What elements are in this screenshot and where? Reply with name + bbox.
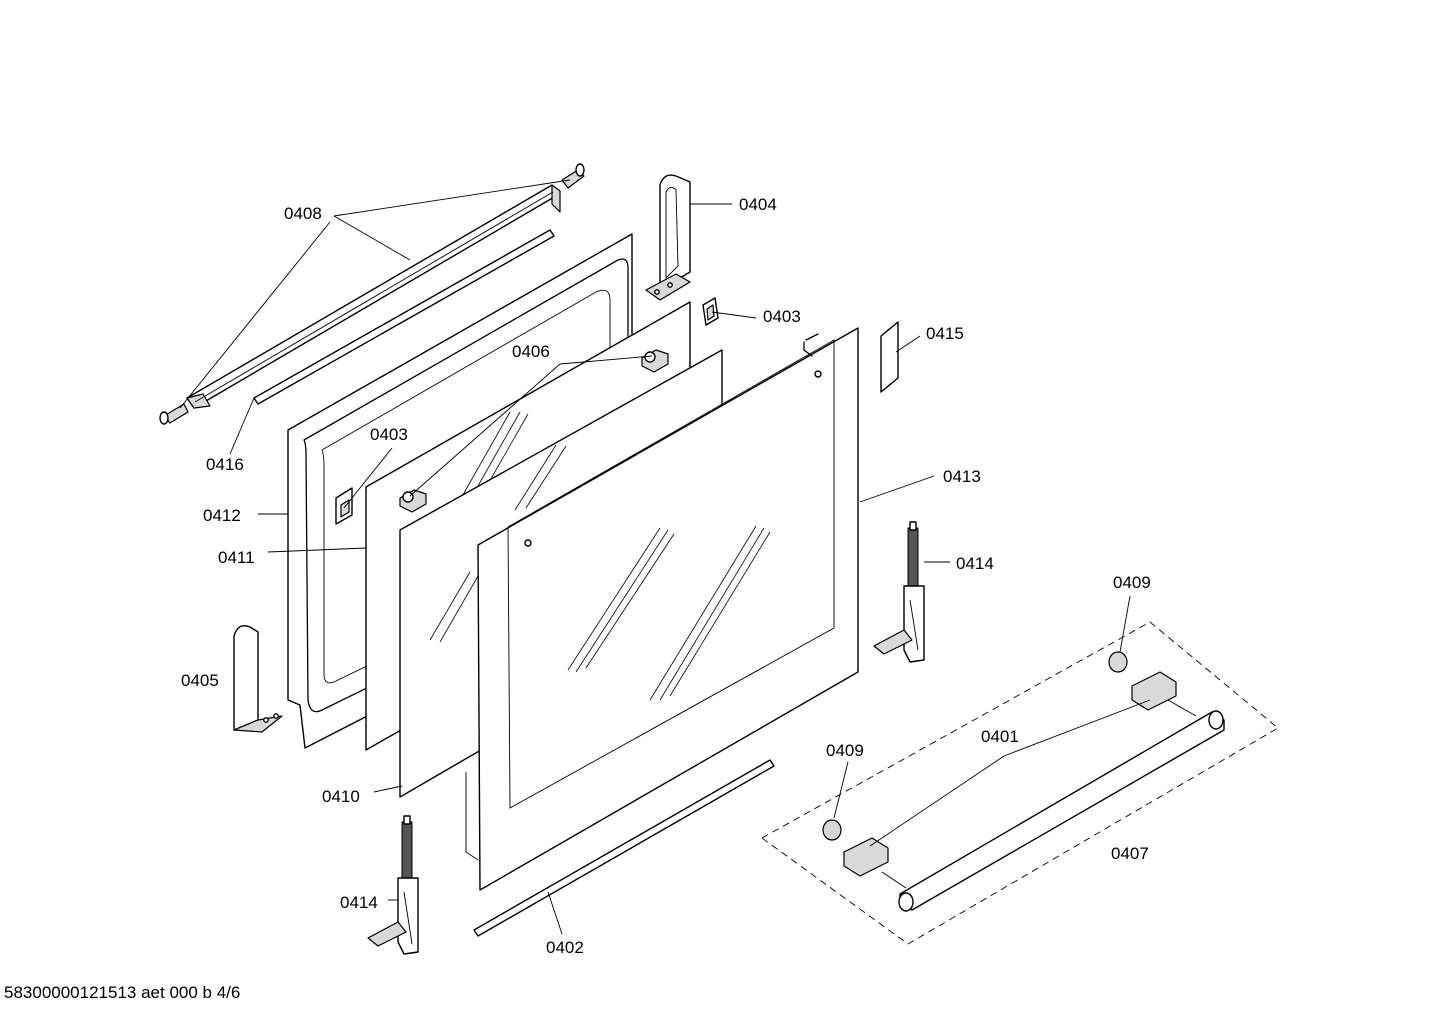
- label-0413: 0413: [943, 467, 981, 486]
- bottom-strip-0402: [473, 759, 775, 937]
- label-0414-left: 0414: [340, 893, 378, 912]
- label-0410: 0410: [322, 787, 360, 806]
- part-labels: 0408 0404 0403 0415 0406 0403 0416 0412 …: [181, 195, 1151, 957]
- label-0416: 0416: [206, 455, 244, 474]
- label-0403-left: 0403: [370, 425, 408, 444]
- leader-lines: [179, 179, 1151, 935]
- hinge-0414-right: [873, 521, 925, 663]
- screw-icon: [159, 403, 189, 425]
- clip-0406-a: [399, 489, 427, 513]
- label-0409-left: 0409: [826, 741, 864, 760]
- drawing-code: 58300000121513 aet 000 b 4/6: [4, 983, 240, 1002]
- handle-assembly-0407: [761, 621, 1279, 945]
- cover-plate-0415: [880, 321, 899, 393]
- label-0406: 0406: [512, 342, 550, 361]
- hinge-bracket-0404: [645, 174, 691, 301]
- bracket-0403-right: [702, 297, 719, 326]
- hinge-0414-left: [367, 815, 419, 955]
- clip-0406-b: [641, 349, 669, 373]
- label-0408: 0408: [284, 204, 322, 223]
- label-0401: 0401: [981, 727, 1019, 746]
- screw-icon: [561, 163, 585, 189]
- label-0414-right: 0414: [956, 554, 994, 573]
- label-0404: 0404: [739, 195, 777, 214]
- outer-door-glass-0413: [465, 327, 859, 891]
- label-0402: 0402: [546, 938, 584, 957]
- label-0403-right: 0403: [763, 307, 801, 326]
- label-0415: 0415: [926, 324, 964, 343]
- hinge-bracket-0405: [233, 624, 283, 733]
- top-strip-0408: [186, 184, 561, 409]
- label-0412: 0412: [203, 506, 241, 525]
- label-0407: 0407: [1111, 844, 1149, 863]
- label-0405: 0405: [181, 671, 219, 690]
- label-0411: 0411: [218, 548, 255, 567]
- label-0409-right: 0409: [1113, 573, 1151, 592]
- seal-strip-0416: [253, 229, 555, 405]
